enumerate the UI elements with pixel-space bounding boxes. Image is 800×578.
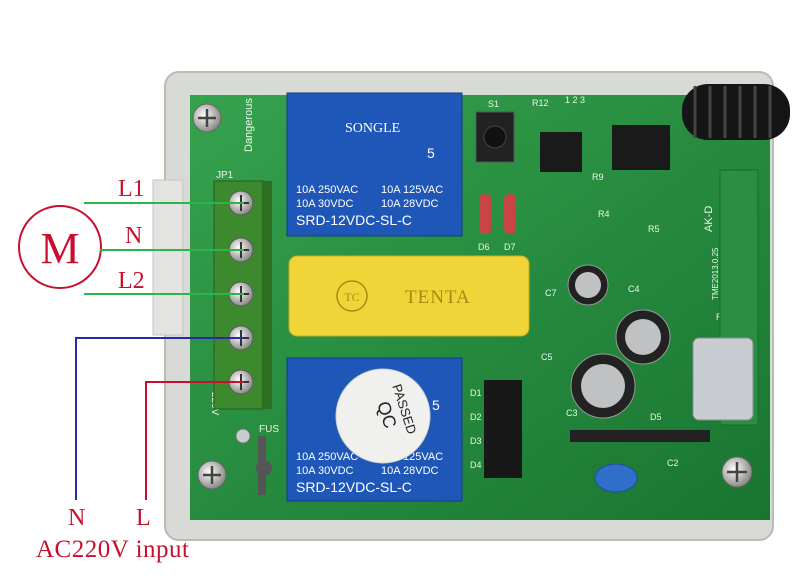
wire-label-l2: L2 bbox=[118, 268, 145, 294]
relay-bottom-spec-r2: 10A 28VDC bbox=[381, 465, 439, 477]
label-d2: D2 bbox=[470, 412, 482, 422]
wire-n-bottom bbox=[75, 337, 244, 500]
label-ak: AK-D bbox=[703, 206, 715, 232]
wire-l-bottom bbox=[145, 381, 244, 500]
label-d4: D4 bbox=[470, 460, 482, 470]
relay-bottom-model: SRD-12VDC-SL-C bbox=[296, 479, 412, 495]
screw-bottom-right bbox=[721, 456, 753, 488]
electrolytic-capacitor-1-top bbox=[575, 272, 601, 298]
label-s1: S1 bbox=[488, 99, 499, 109]
label-c5: C5 bbox=[541, 352, 553, 362]
label-c3: C3 bbox=[566, 408, 578, 418]
input-label: AC220V input bbox=[36, 536, 190, 563]
label-d6: D6 bbox=[478, 242, 490, 252]
label-jp1: JP1 bbox=[216, 170, 234, 181]
relay-top-model: SRD-12VDC-SL-C bbox=[296, 212, 412, 228]
relay-top-spec-l2: 10A 30VDC bbox=[296, 198, 354, 210]
screw-bottom-left bbox=[197, 460, 227, 490]
label-c4: C4 bbox=[628, 284, 640, 294]
electrolytic-capacitor-3-top bbox=[581, 364, 625, 408]
fuse bbox=[235, 428, 272, 495]
relay-top-brand: SONGLE bbox=[345, 121, 400, 136]
wire-label-l1: L1 bbox=[118, 176, 145, 202]
ic-chip-left bbox=[540, 132, 582, 172]
diode-d7 bbox=[504, 194, 516, 234]
x-capacitor-brand: TENTA bbox=[405, 287, 471, 308]
label-c7: C7 bbox=[545, 288, 557, 298]
label-d3: D3 bbox=[470, 436, 482, 446]
label-dangerous: Dangerous bbox=[243, 98, 255, 152]
label-r4: R4 bbox=[598, 209, 610, 219]
label-d1: D1 bbox=[470, 388, 482, 398]
ceramic-capacitor bbox=[594, 463, 638, 493]
housing-left-flap bbox=[152, 179, 184, 336]
label-tme: TME2013.0.25 bbox=[711, 247, 720, 300]
label-r12: R12 bbox=[532, 98, 549, 108]
label-r9: R9 bbox=[592, 172, 604, 182]
label-d7: D7 bbox=[504, 242, 516, 252]
electrolytic-capacitor-2-top bbox=[625, 319, 661, 355]
antenna-coil bbox=[682, 84, 790, 140]
x-capacitor: TC TENTA bbox=[288, 255, 530, 337]
diode-d6 bbox=[479, 194, 491, 234]
crystal bbox=[692, 337, 754, 421]
relay-bottom-spec-l1: 10A 250VAC bbox=[296, 451, 358, 463]
relay-top-spec-r2: 10A 28VDC bbox=[381, 198, 439, 210]
diode-array bbox=[484, 380, 522, 478]
label-c2: C2 bbox=[667, 458, 679, 468]
motor-symbol: M bbox=[18, 205, 102, 289]
relay-bottom-num: 5 bbox=[432, 397, 440, 413]
qc-sticker: QC PASSED bbox=[335, 368, 431, 464]
relay-top-spec-r1: 10A 125VAC bbox=[381, 184, 443, 196]
motor-letter: M bbox=[40, 224, 79, 273]
wire-label-n-top: N bbox=[125, 223, 142, 249]
x-capacitor-logo: TC bbox=[344, 290, 359, 304]
relay-top-spec-l1: 10A 250VAC bbox=[296, 184, 358, 196]
wire-label-n-bottom: N bbox=[68, 505, 85, 531]
label-pins: 1 2 3 bbox=[565, 95, 585, 105]
screw-top-left bbox=[192, 103, 222, 133]
relay-top: SONGLE 5 10A 250VAC 10A 125VAC 10A 30VDC… bbox=[286, 92, 463, 237]
ic-chip-right bbox=[612, 125, 670, 170]
label-d5: D5 bbox=[650, 412, 662, 422]
diode-main bbox=[570, 430, 710, 442]
relay-top-num: 5 bbox=[427, 145, 435, 161]
push-button-cap bbox=[483, 125, 507, 149]
label-fus: FUS bbox=[259, 424, 279, 435]
wire-label-l-bottom: L bbox=[136, 505, 151, 531]
relay-bottom-spec-l2: 10A 30VDC bbox=[296, 465, 354, 477]
label-r5: R5 bbox=[648, 224, 660, 234]
